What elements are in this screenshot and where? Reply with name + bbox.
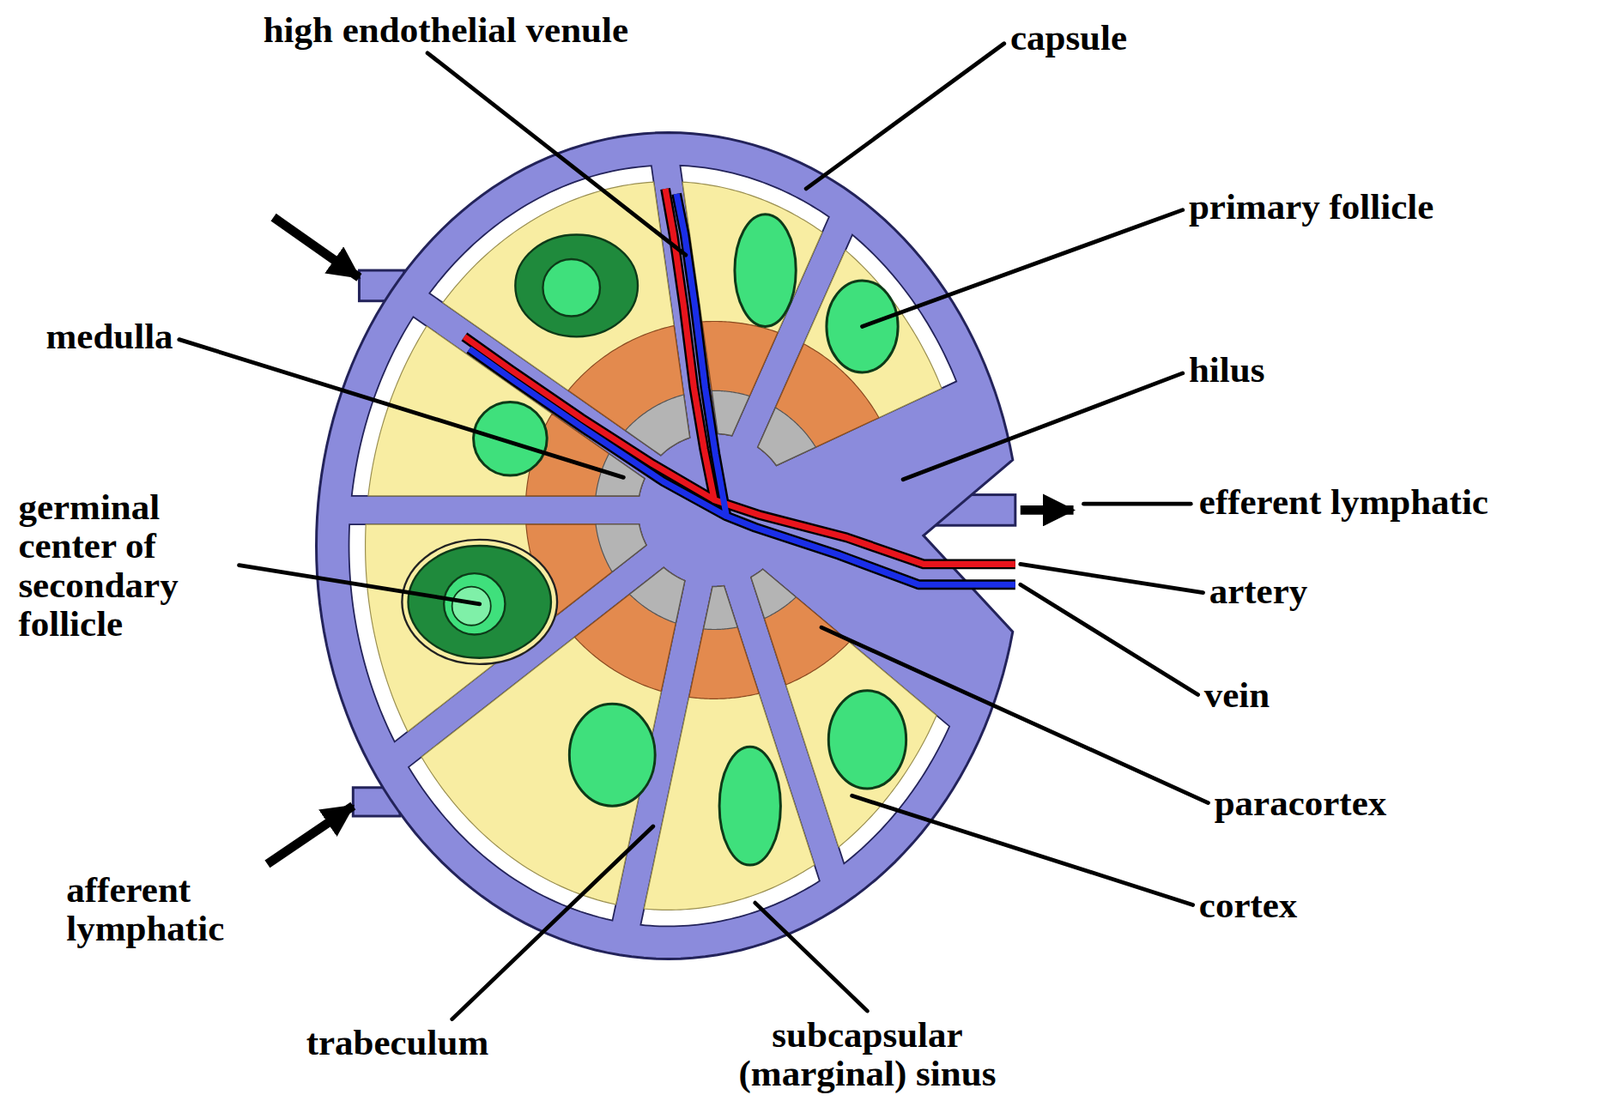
vessel-outline	[469, 349, 728, 517]
primary-follicle	[473, 401, 548, 476]
blood-vessel	[464, 336, 715, 500]
primary-follicle	[719, 746, 781, 866]
leader-line	[821, 627, 1209, 803]
flow-arrow	[266, 806, 353, 865]
subcapsular-sinus	[408, 567, 685, 921]
part-label: germinal center of secondary follicle	[18, 487, 233, 643]
primary-follicle	[569, 703, 655, 807]
medulla-region	[595, 524, 647, 572]
paracortex-region	[575, 567, 685, 691]
cortex-region	[421, 567, 685, 905]
lymph-node	[316, 133, 1013, 960]
part-label: medulla	[45, 316, 173, 356]
medulla-region	[751, 569, 796, 619]
medulla-region	[711, 390, 750, 436]
blood-vessels	[464, 188, 1016, 585]
primary-follicle	[828, 690, 906, 789]
flow-arrow	[273, 217, 360, 278]
part-label: trabeculum	[306, 1023, 490, 1062]
blood-vessel	[665, 188, 1016, 564]
leader-line	[239, 565, 480, 605]
part-label: capsule	[1010, 18, 1128, 57]
leader-line	[903, 373, 1183, 480]
leader-line	[179, 339, 625, 479]
secondary-follicle	[515, 234, 638, 337]
part-label: primary follicle	[1188, 187, 1434, 226]
leader-line	[1020, 563, 1204, 593]
medulla-region	[757, 407, 816, 466]
leader-line	[452, 826, 654, 1020]
germinal-center-core	[452, 587, 491, 626]
leader-line	[1020, 584, 1199, 695]
vessel-outline	[464, 336, 715, 500]
part-label: high endothelial venule	[263, 10, 629, 49]
leader-lines	[179, 43, 1209, 1020]
medulla-region	[703, 586, 738, 631]
medulla-region	[625, 394, 691, 456]
blood-vessel	[469, 349, 728, 517]
part-label: hilus	[1188, 350, 1265, 389]
vessel-outline	[676, 193, 1016, 585]
leader-line	[427, 53, 686, 255]
flow-arrow	[1020, 505, 1074, 516]
part-label: vein	[1204, 675, 1270, 715]
part-label: cortex	[1199, 885, 1298, 925]
blood-vessel	[676, 193, 1016, 585]
paracortex-region	[689, 586, 759, 699]
leader-line	[852, 795, 1194, 905]
paracortex-region	[751, 569, 849, 685]
part-label: paracortex	[1214, 783, 1388, 823]
primary-follicle	[734, 214, 796, 328]
capsule-outline	[316, 133, 1013, 960]
leader-line	[1083, 502, 1191, 507]
leader-line	[806, 43, 1005, 189]
part-label: afferent lymphatic	[66, 870, 264, 948]
leader-line	[755, 903, 868, 1012]
medulla-region	[630, 567, 685, 624]
leader-line	[862, 210, 1183, 328]
lobule	[408, 567, 685, 921]
part-label: artery	[1209, 571, 1309, 611]
cortex-region	[751, 569, 937, 848]
part-label: subcapsular (marginal) sinus	[695, 1015, 1039, 1093]
part-label: efferent lymphatic	[1199, 482, 1489, 522]
germinal-center	[542, 259, 600, 317]
